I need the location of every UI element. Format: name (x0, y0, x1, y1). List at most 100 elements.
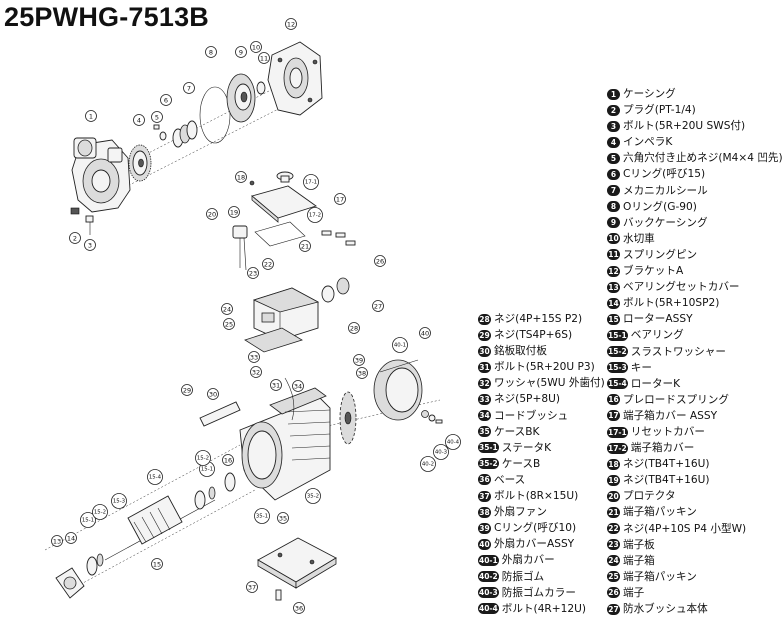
callout-text: 15 (153, 560, 161, 568)
callout-text: 15-1 (201, 466, 213, 472)
callout-text: 25 (225, 320, 233, 328)
legend-part-name: 端子 (623, 586, 645, 599)
callout-14: 14 (65, 532, 77, 544)
legend-number-badge: 14 (607, 297, 620, 309)
callout-circle (147, 469, 163, 485)
callout-text: 20 (208, 210, 216, 218)
callout-circle (246, 581, 258, 593)
callout-text: 40-3 (435, 449, 447, 455)
callout-text: 21 (301, 242, 309, 250)
callout-text: 1 (89, 112, 93, 120)
legend-number-badge: 35 (478, 426, 491, 438)
bracket-part (267, 41, 323, 116)
callout-22: 22 (262, 258, 274, 270)
callout-text: 29 (183, 386, 191, 394)
callout-circle (254, 508, 270, 524)
legend-number-badge: 1 (607, 88, 620, 100)
callout-30: 30 (207, 388, 219, 400)
cord-bushing-part (284, 377, 295, 421)
callout-text: 15-2 (94, 509, 106, 515)
legend-number-badge: 2 (607, 104, 620, 116)
callout-text: 26 (376, 257, 384, 265)
callout-text: 33 (250, 353, 258, 361)
callout-text: 40 (421, 329, 429, 337)
callout-circle (258, 52, 270, 64)
legend-number-badge: 10 (607, 233, 620, 245)
callout-40-2: 40-2 (420, 456, 436, 472)
callout-text: 37 (248, 583, 256, 591)
callout-17: 17 (334, 193, 346, 205)
legend-number-badge: 4 (607, 136, 620, 148)
callout-text: 7 (187, 84, 191, 92)
callout-circle (356, 367, 368, 379)
callout-24: 24 (221, 303, 233, 315)
legend-number-badge: 17 (607, 410, 620, 422)
callout-text: 19 (230, 208, 238, 216)
callout-text: 35-2 (307, 493, 319, 499)
legend-number-badge: 12 (607, 265, 620, 277)
callout-32: 32 (250, 366, 262, 378)
terminal-box-part (252, 287, 320, 341)
callout-circle (299, 240, 311, 252)
callout-circle (307, 207, 323, 223)
callout-text: 38 (358, 369, 366, 377)
legend-part-name: ボルト(5R+10SP2) (623, 297, 720, 310)
legend-part-name: 防振ゴム (501, 570, 545, 583)
legend-number-badge: 30 (478, 345, 491, 357)
callout-circle (248, 351, 260, 363)
callout-7: 7 (183, 82, 195, 94)
base-part (257, 537, 337, 589)
legend-number-badge: 15-2 (607, 346, 628, 358)
callout-circle (221, 303, 233, 315)
callout-35-2: 35-2 (305, 488, 321, 504)
callout-circle (270, 379, 282, 391)
callout-circle (334, 193, 346, 205)
legend-number-badge: 38 (478, 506, 491, 518)
legend-part-name: インペラK (623, 136, 673, 149)
legend-number-badge: 27 (607, 603, 620, 615)
callout-circle (372, 300, 384, 312)
legend-part-name: コードブッシュ (494, 409, 569, 422)
callout-text: 18 (237, 173, 245, 181)
callout-15-2b: 15-2 (195, 450, 211, 466)
callout-circle (223, 318, 235, 330)
legend-number-badge: 40-2 (478, 571, 499, 583)
callout-6: 6 (160, 94, 172, 106)
callout-37: 37 (246, 581, 258, 593)
legend-part-name: スラストワッシャー (630, 345, 726, 358)
callout-34: 34 (292, 380, 304, 392)
legend-number-badge: 20 (607, 490, 620, 502)
callout-text: 13 (53, 537, 61, 545)
callout-text: 35 (279, 514, 287, 522)
callout-text: 15-4 (149, 474, 162, 480)
legend-number-badge: 8 (607, 201, 620, 213)
legend-part-name: ケースBK (494, 425, 540, 438)
legend-part-name: ローターASSY (623, 313, 693, 326)
callout-17-2: 17-2 (307, 207, 323, 223)
legend-part-name: 水切車 (623, 232, 655, 245)
callout-3: 3 (84, 239, 96, 251)
legend-number-badge: 35-1 (478, 442, 499, 454)
callout-text: 40-4 (447, 439, 460, 445)
fan-cover-fasteners (421, 410, 443, 424)
callout-circle (303, 174, 319, 190)
legend-number-badge: 34 (478, 410, 491, 422)
callout-circle (353, 354, 365, 366)
legend-number-badge: 15 (607, 313, 620, 325)
callout-text: 17 (336, 195, 344, 203)
callout-40-4: 40-4 (445, 434, 461, 450)
